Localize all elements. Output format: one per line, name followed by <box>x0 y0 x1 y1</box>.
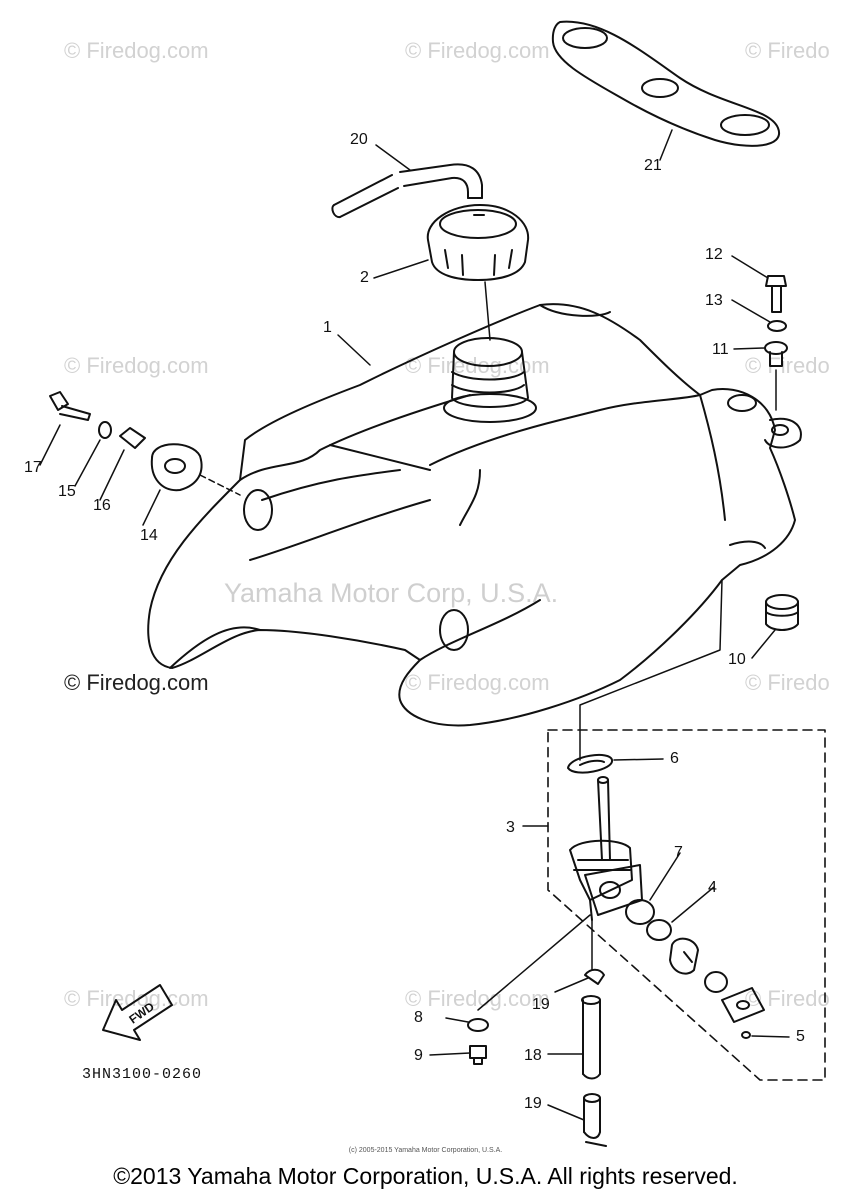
callout-17: 17 <box>24 459 42 476</box>
callout-12: 12 <box>705 246 723 263</box>
callout-9: 9 <box>414 1047 423 1064</box>
callout-4: 4 <box>708 879 717 896</box>
o-ring-4[interactable] <box>646 919 672 941</box>
collar-11[interactable] <box>764 341 788 367</box>
drain-screw-9[interactable] <box>469 1045 487 1065</box>
hose-piece-19-lower[interactable] <box>583 1093 607 1147</box>
fine-print-copyright: (c) 2005-2015 Yamaha Motor Corporation, … <box>348 1147 503 1154</box>
callout-20: 20 <box>350 131 368 148</box>
callout-14: 14 <box>140 527 158 544</box>
bolt-17[interactable] <box>49 391 91 421</box>
washer-8[interactable] <box>467 1018 489 1032</box>
watermark-firedog: © Firedog.com <box>405 38 550 63</box>
watermark-firedog: © Firedog.com <box>64 38 209 63</box>
screw-5[interactable] <box>741 1031 751 1039</box>
fuel-cock-body-3[interactable] <box>569 776 643 921</box>
cover-plate[interactable] <box>721 987 765 1023</box>
washer-15[interactable] <box>98 421 112 439</box>
callout-13: 13 <box>705 292 723 309</box>
lever-o-ring[interactable] <box>704 971 728 993</box>
fwd-arrow <box>102 984 173 1041</box>
mount-ear-hole <box>771 424 789 436</box>
clip-19-upper[interactable] <box>584 968 605 985</box>
watermark-firedog: © Firedo <box>745 986 830 1011</box>
watermark-firedog: © Firedo <box>745 353 830 378</box>
mount-ear <box>764 417 802 449</box>
callout-15: 15 <box>58 483 76 500</box>
callout-19: 19 <box>532 996 550 1013</box>
callout-5: 5 <box>796 1028 805 1045</box>
bracket-plate-21[interactable] <box>551 20 781 147</box>
callout-3: 3 <box>506 819 515 836</box>
grommet-14[interactable] <box>150 443 203 492</box>
callout-7: 7 <box>674 844 683 861</box>
callout-6: 6 <box>670 750 679 767</box>
filter-7[interactable] <box>625 899 655 925</box>
fuel-cock-group-box <box>547 729 826 1081</box>
breather-hose-20[interactable] <box>331 163 483 219</box>
callout-19: 19 <box>524 1095 542 1112</box>
callout-21: 21 <box>644 157 662 174</box>
leader-line <box>477 914 591 1011</box>
copyright-footer: ©2013 Yamaha Motor Corporation, U.S.A. A… <box>113 1163 738 1189</box>
gasket-6[interactable] <box>567 753 613 774</box>
callout-10: 10 <box>728 651 746 668</box>
leader-line <box>579 579 723 761</box>
watermark-firedog: © Firedog.com <box>405 986 550 1011</box>
damper-10[interactable] <box>765 594 799 631</box>
callout-16: 16 <box>93 497 111 514</box>
fuel-tank-1[interactable] <box>147 303 796 727</box>
watermark-firedog: © Firedo <box>745 670 830 695</box>
callout-1: 1 <box>323 319 332 336</box>
fuel-cock-lever[interactable] <box>669 937 699 975</box>
part-code: 3HN3100-0260 <box>82 1066 203 1083</box>
bolt-12[interactable] <box>765 275 787 313</box>
callout-leaders <box>39 129 790 1121</box>
watermark-firedog: © Firedog.com <box>405 670 550 695</box>
callout-2: 2 <box>360 269 369 286</box>
fuel-hose-18[interactable] <box>581 995 601 1080</box>
watermark-yamaha: Yamaha Motor Corp, U.S.A. <box>224 578 559 608</box>
callout-11: 11 <box>712 341 729 358</box>
watermark-firedog: © Firedo <box>745 38 830 63</box>
fuel-cap-2[interactable] <box>426 204 530 341</box>
collar-16[interactable] <box>119 427 146 449</box>
leader-line <box>199 474 241 496</box>
watermark-firedog: © Firedog.com <box>64 670 209 695</box>
callout-8: 8 <box>414 1009 423 1026</box>
washer-13[interactable] <box>767 320 787 332</box>
watermark-firedog: © Firedog.com <box>64 353 209 378</box>
callout-18: 18 <box>524 1047 542 1064</box>
